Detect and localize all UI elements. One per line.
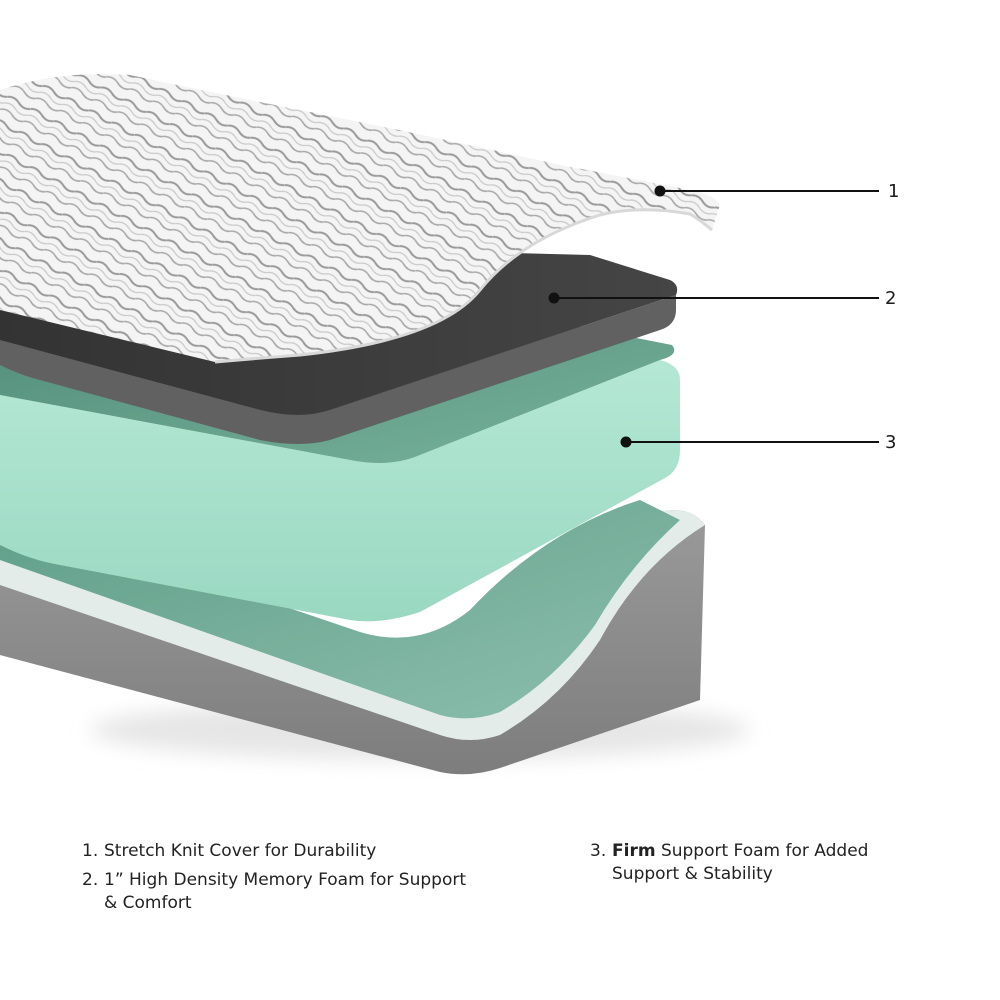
legend-item-1: 1. Stretch Knit Cover for Durability (82, 840, 522, 863)
legend-text-line2: & Comfort (104, 893, 192, 913)
callout-number-2: 2 (885, 288, 897, 309)
callout-1 (654, 185, 879, 197)
callout-2 (548, 292, 879, 304)
legend-number: 1. (82, 841, 99, 861)
legend-number: 3. (590, 841, 607, 861)
mattress-layers-illustration (0, 74, 879, 775)
legend-number: 2. (82, 870, 99, 890)
legend-item-2: 2. 1” High Density Memory Foam for Suppo… (82, 869, 522, 915)
callout-number-3: 3 (885, 432, 897, 453)
legend-right: 3. Firm Support Foam for Added Support &… (590, 840, 910, 892)
legend-left: 1. Stretch Knit Cover for Durability 2. … (82, 840, 522, 921)
legend-item-3: 3. Firm Support Foam for Added Support &… (590, 840, 910, 886)
knit-cover-layer (0, 74, 720, 364)
callout-number-1: 1 (888, 181, 900, 202)
legend-text-line1: 1” High Density Memory Foam for Support (104, 870, 467, 890)
legend-text: Stretch Knit Cover for Durability (104, 841, 377, 861)
callout-3 (620, 436, 879, 448)
legend-text: 1” High Density Memory Foam for Support … (104, 869, 466, 915)
legend-text-line2: Support & Stability (612, 864, 773, 884)
legend-text-bold: Firm (612, 841, 656, 861)
legend-text-line1: Support Foam for Added (655, 841, 869, 861)
legend-text: Firm Support Foam for Added Support & St… (612, 840, 868, 886)
base-cover-layer (0, 500, 705, 775)
